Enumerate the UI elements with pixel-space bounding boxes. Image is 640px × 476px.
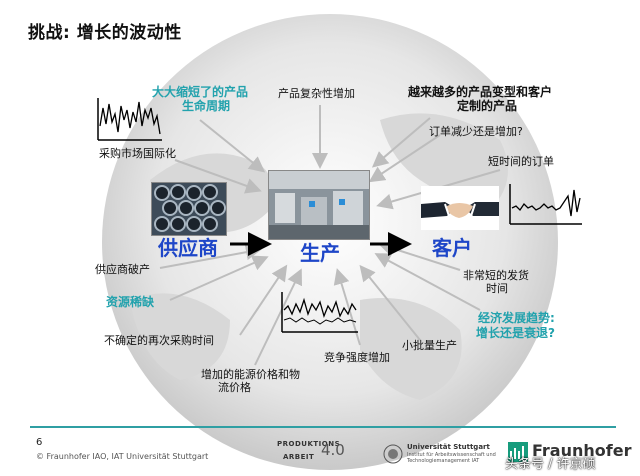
production-chart [281,292,358,333]
label-small-batch: 小批量生产 [402,339,457,352]
uni-emblem-icon [383,444,403,464]
label-order-change: 订单减少还是增加? [429,125,523,138]
label-supplier: 供应商 [158,236,218,260]
copyright-text: © Fraunhofer IAO, IAT Universität Stuttg… [36,452,209,461]
procurement-chart [97,98,162,141]
production-photo [268,170,370,240]
footer-rule [30,426,616,428]
uni-institute-2: Technologiemanagement IAT [407,458,480,464]
label-complexity: 产品复杂性增加 [278,87,355,100]
label-more-variants-2: 定制的产品 [457,99,518,113]
label-production: 生产 [300,241,340,265]
customer-photo [421,186,499,230]
label-shorter-lifecycle-1: 大大缩短了的产品 [152,85,249,99]
label-energy-prices-1: 增加的能源价格和物 [201,368,300,381]
label-short-orders: 短时间的订单 [488,155,554,168]
logo-produktions-text: PRODUKTIONS [277,440,341,448]
fraunhofer-emblem-icon [508,442,528,462]
produktionsarbeit-logo: PRODUKTIONS ARBEIT 4.0 [277,438,347,468]
watermark: 头条号 / 许京硕 [505,457,596,472]
label-short-delivery-1: 非常短的发货 [463,269,529,282]
uni-name: Universität Stuttgart [407,443,490,451]
logo-arbeit-text: ARBEIT [283,453,315,461]
page-number: 6 [36,437,43,448]
label-energy-prices-2: 流价格 [218,381,251,394]
supplier-photo [151,182,227,236]
logo-40-text: 4.0 [321,441,345,459]
fraunhofer-name: Fraunhofer [532,441,632,460]
fraunhofer-logo: Fraunhofer [508,438,632,468]
label-short-delivery-2: 时间 [486,282,508,295]
label-uncertain-reorder: 不确定的再次采购时间 [104,334,214,347]
label-scarce-resources: 资源稀缺 [106,295,155,309]
label-economic-trend-2: 增长还是衰退? [476,326,555,340]
uni-institute-1: Institut für Arbeitswissenschaft und [407,452,496,458]
label-competition: 竞争强度增加 [324,351,390,364]
label-supplier-bankrupt: 供应商破产 [95,263,150,276]
label-procurement-intl: 采购市场国际化 [99,147,176,160]
label-more-variants-1: 越来越多的产品变型和客户 [408,85,553,99]
uni-stuttgart-logo: Universität Stuttgart Institut für Arbei… [383,440,496,470]
slide-title: 挑战: 增长的波动性 [28,23,182,43]
label-shorter-lifecycle-2: 生命周期 [182,99,231,113]
label-customer: 客户 [432,236,472,260]
short-orders-chart [509,184,582,225]
label-economic-trend-1: 经济发展趋势: [478,311,555,325]
